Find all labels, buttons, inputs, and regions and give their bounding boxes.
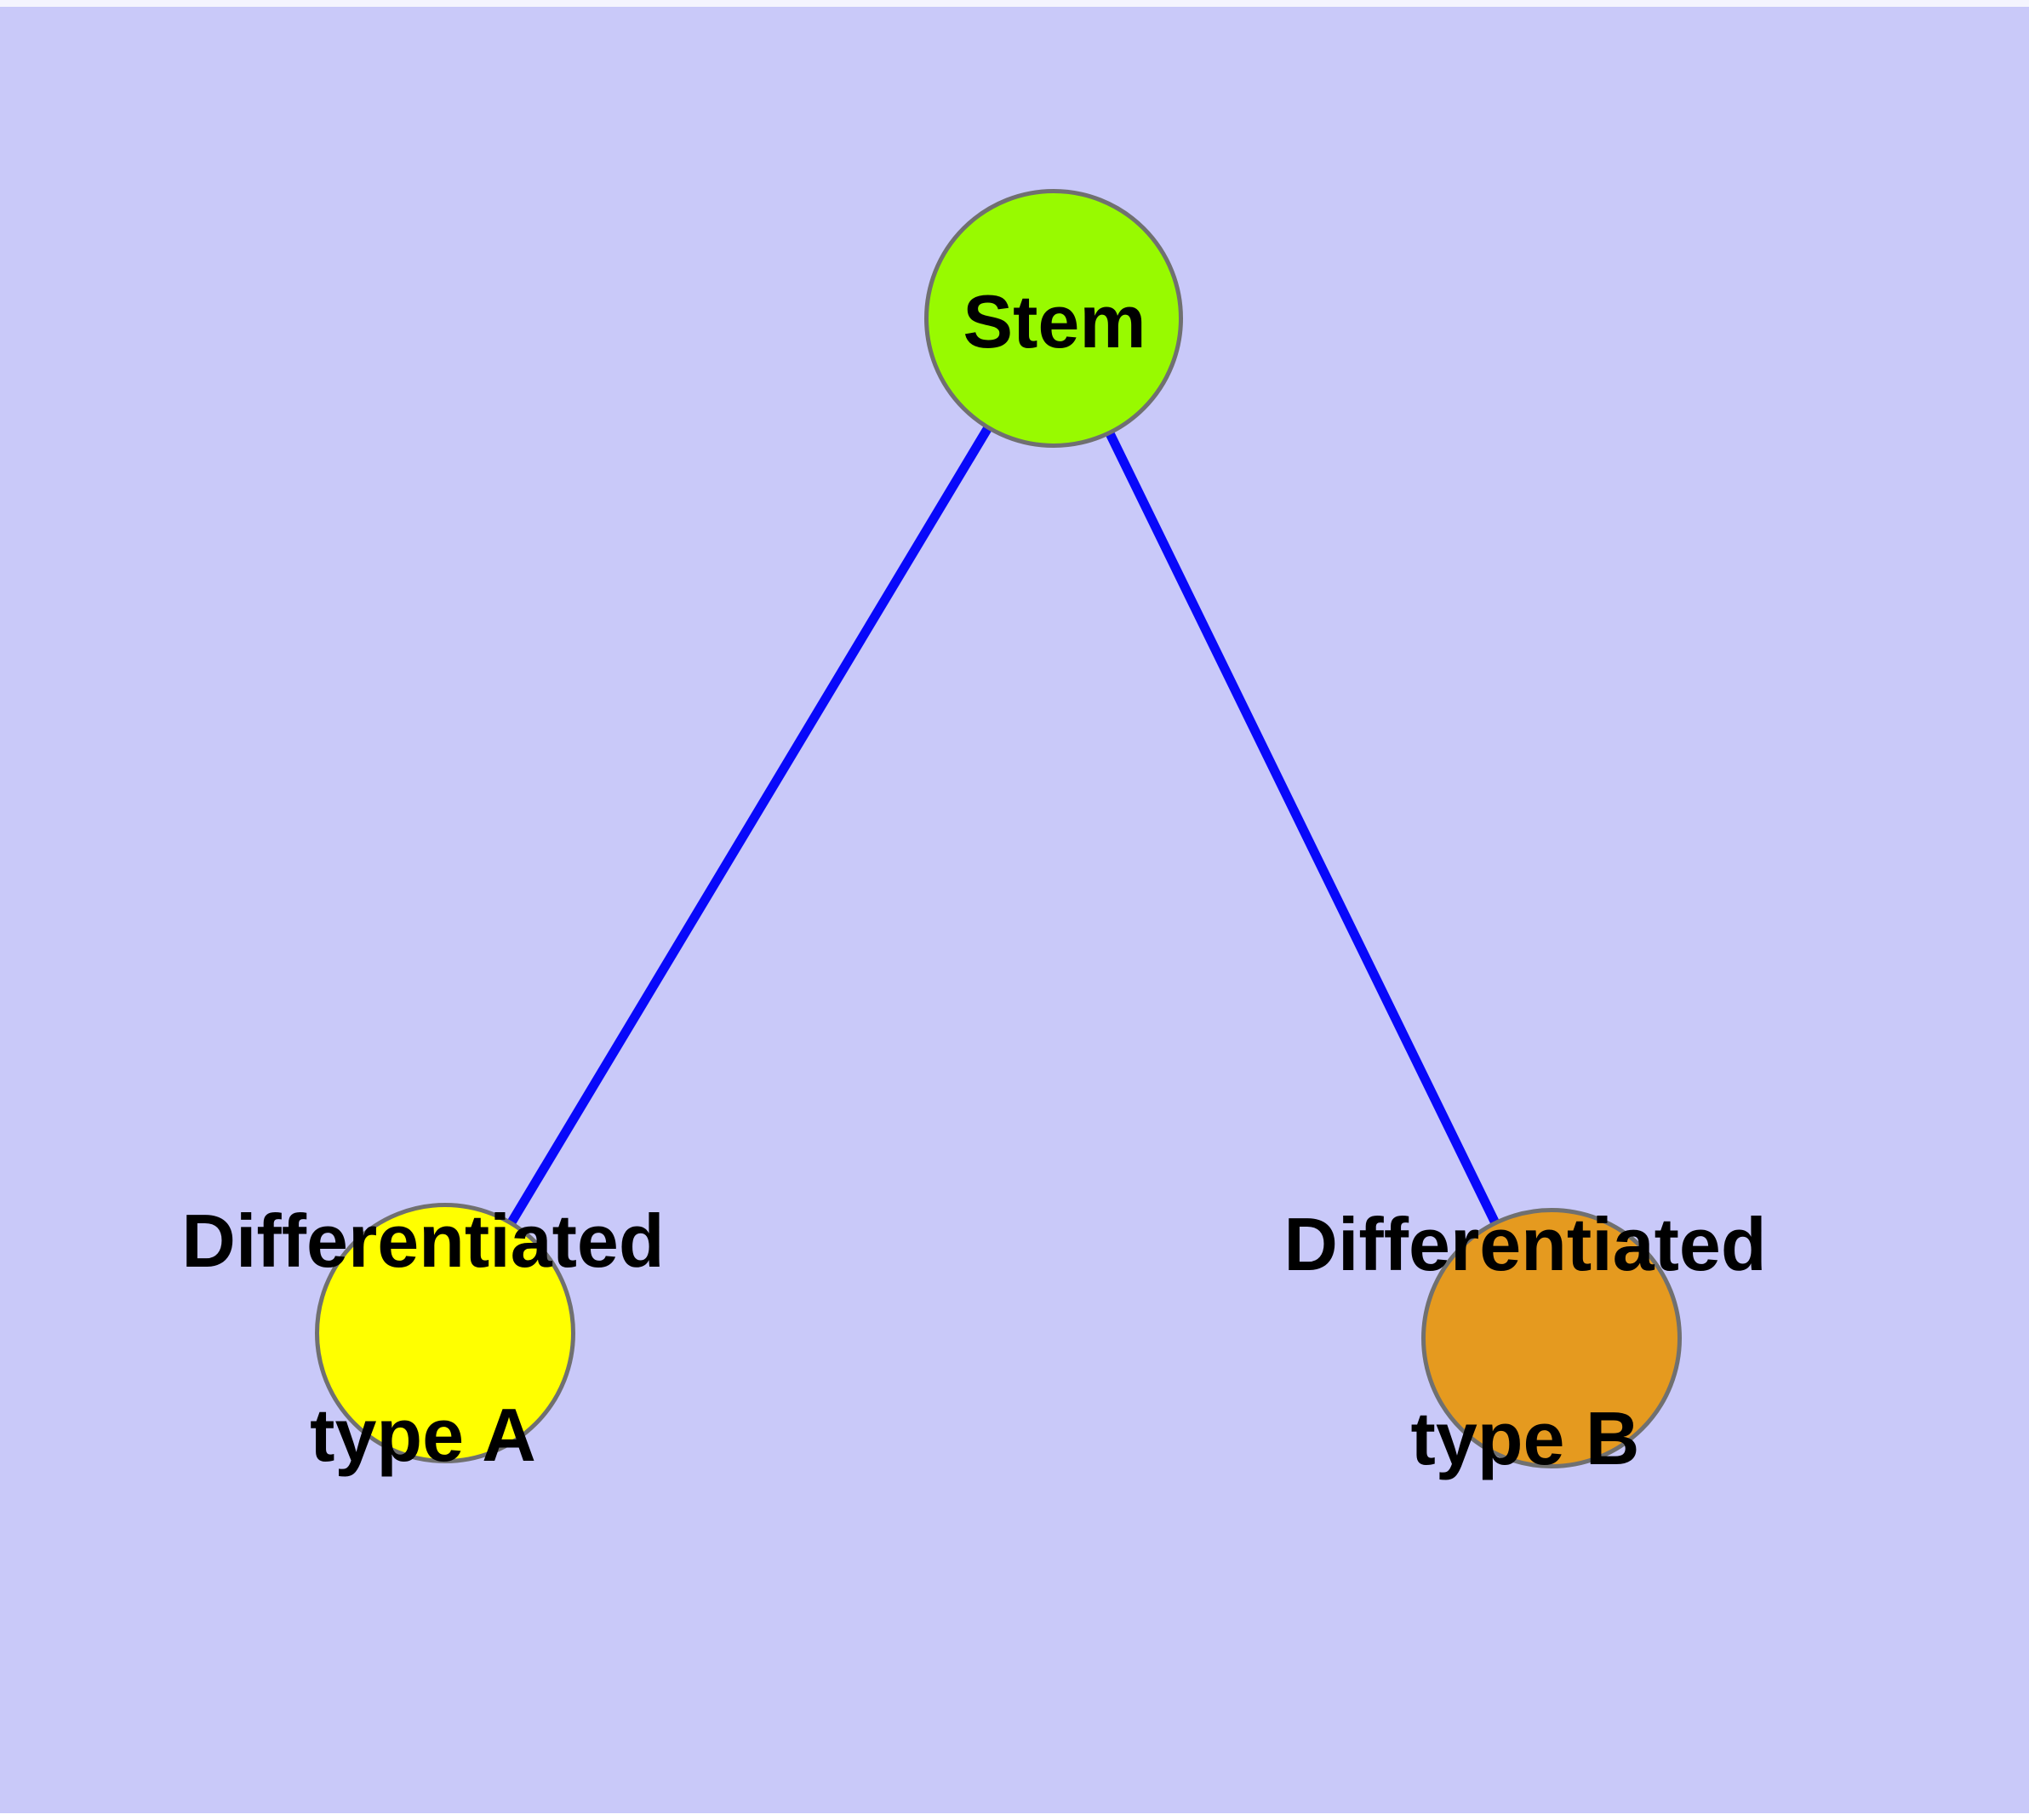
differentiated-type-b-node-label: Differentiated type B [1057,1196,1993,1487]
stem-node-label: Stem [963,279,1146,363]
stem-node-circle [924,189,1183,448]
edge-stem-to-type-a [441,316,1058,1336]
edge-stem-to-type-b [1049,316,1556,1341]
bottom-edge-strip [0,1813,2029,1820]
top-edge-strip [0,0,2029,7]
differentiated-type-a-node-label: Differentiated type A [0,1193,891,1484]
differentiated-type-b-node-circle [1421,1208,1682,1468]
type-b-label-line1: Differentiated [1283,1202,1767,1286]
type-a-label-line1: Differentiated [181,1199,665,1283]
differentiated-type-a-node-circle [315,1203,575,1463]
type-a-label-line2: type A [310,1393,536,1477]
type-b-label-line2: type B [1410,1396,1640,1480]
